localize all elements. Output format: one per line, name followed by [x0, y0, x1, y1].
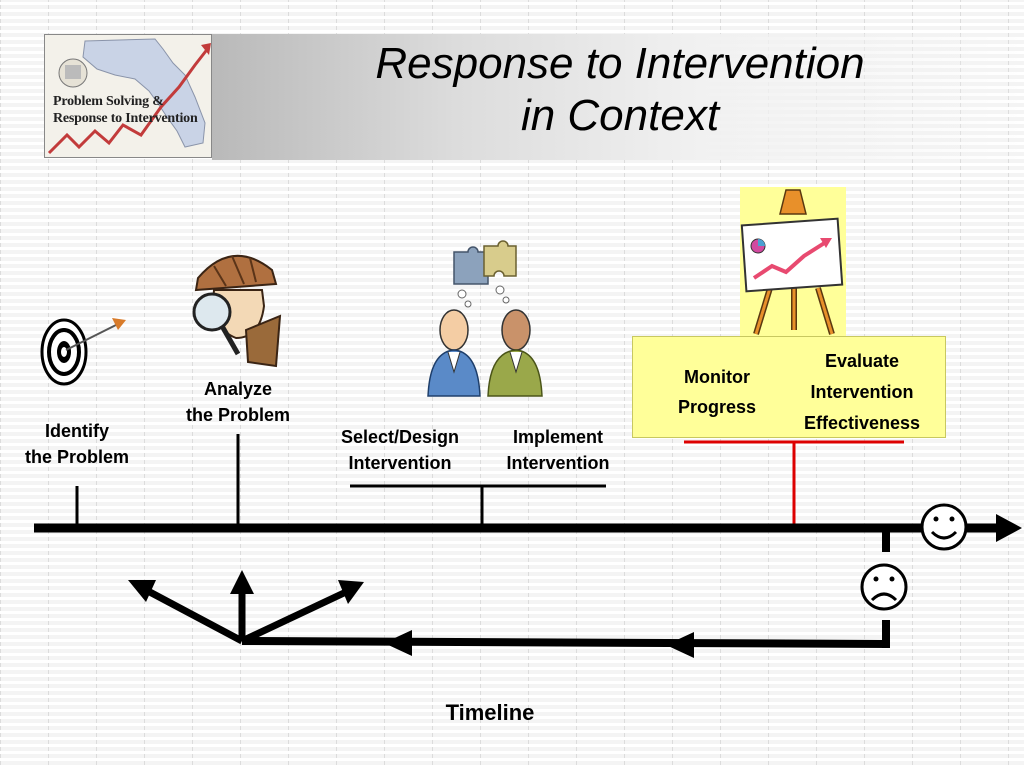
target-icon: [40, 318, 126, 386]
title-line-2: in Context: [520, 91, 720, 140]
puzzle-thinking-people-icon: [427, 240, 543, 397]
step-implement-line-1: Implement: [512, 427, 604, 447]
step-implement-line-2: Intervention: [506, 453, 610, 473]
evaluation-highlight-box: [632, 336, 946, 438]
title-line-1: Response to Intervention: [375, 39, 865, 88]
step-evaluate-line-2: Intervention: [810, 382, 914, 402]
logo: Problem Solving & Response to Interventi…: [44, 34, 212, 158]
step-analyze-label: Analyze the Problem: [168, 376, 308, 428]
timeline-arrowhead: [996, 514, 1022, 542]
logo-line-2: Response to Intervention: [53, 111, 198, 126]
logo-line-1: Problem Solving &: [53, 94, 164, 109]
branch-arrows: [128, 570, 364, 645]
title-band: [212, 34, 1024, 160]
logo-text: Problem Solving & Response to Interventi…: [53, 93, 198, 127]
step-monitor-line-1: Monitor: [684, 367, 750, 387]
step-implement-label: Implement Intervention: [490, 424, 626, 476]
step-evaluate-label: Evaluate Intervention Effectiveness: [786, 346, 938, 439]
florida-map-icon: [47, 38, 211, 155]
step-monitor-line-2: Progress: [677, 397, 757, 417]
frowny-face-icon: [860, 563, 908, 611]
step-analyze-line-1: Analyze: [203, 379, 273, 399]
step-evaluate-line-1: Evaluate: [824, 351, 900, 371]
smiley-face-icon: [920, 503, 968, 551]
timeline-label: Timeline: [445, 700, 535, 725]
step-identify-label: Identify the Problem: [8, 418, 146, 470]
step-select-label: Select/Design Intervention: [326, 424, 474, 476]
step-analyze-line-2: the Problem: [185, 405, 291, 425]
feedback-arrowhead-2: [384, 630, 412, 656]
step-identify-line-1: Identify: [44, 421, 109, 441]
step-evaluate-line-3: Effectiveness: [803, 413, 921, 433]
step-monitor-label: Monitor Progress: [652, 362, 782, 422]
feedback-return-line: [241, 637, 891, 648]
step-select-line-1: Select/Design: [340, 427, 460, 447]
detective-icon: [192, 254, 282, 368]
page-title: Response to Intervention in Context: [290, 38, 950, 142]
step-select-line-2: Intervention: [348, 453, 452, 473]
easel-chart-icon: [740, 189, 844, 335]
feedback-arrowhead-1: [666, 632, 694, 658]
step-identify-line-2: the Problem: [24, 447, 130, 467]
